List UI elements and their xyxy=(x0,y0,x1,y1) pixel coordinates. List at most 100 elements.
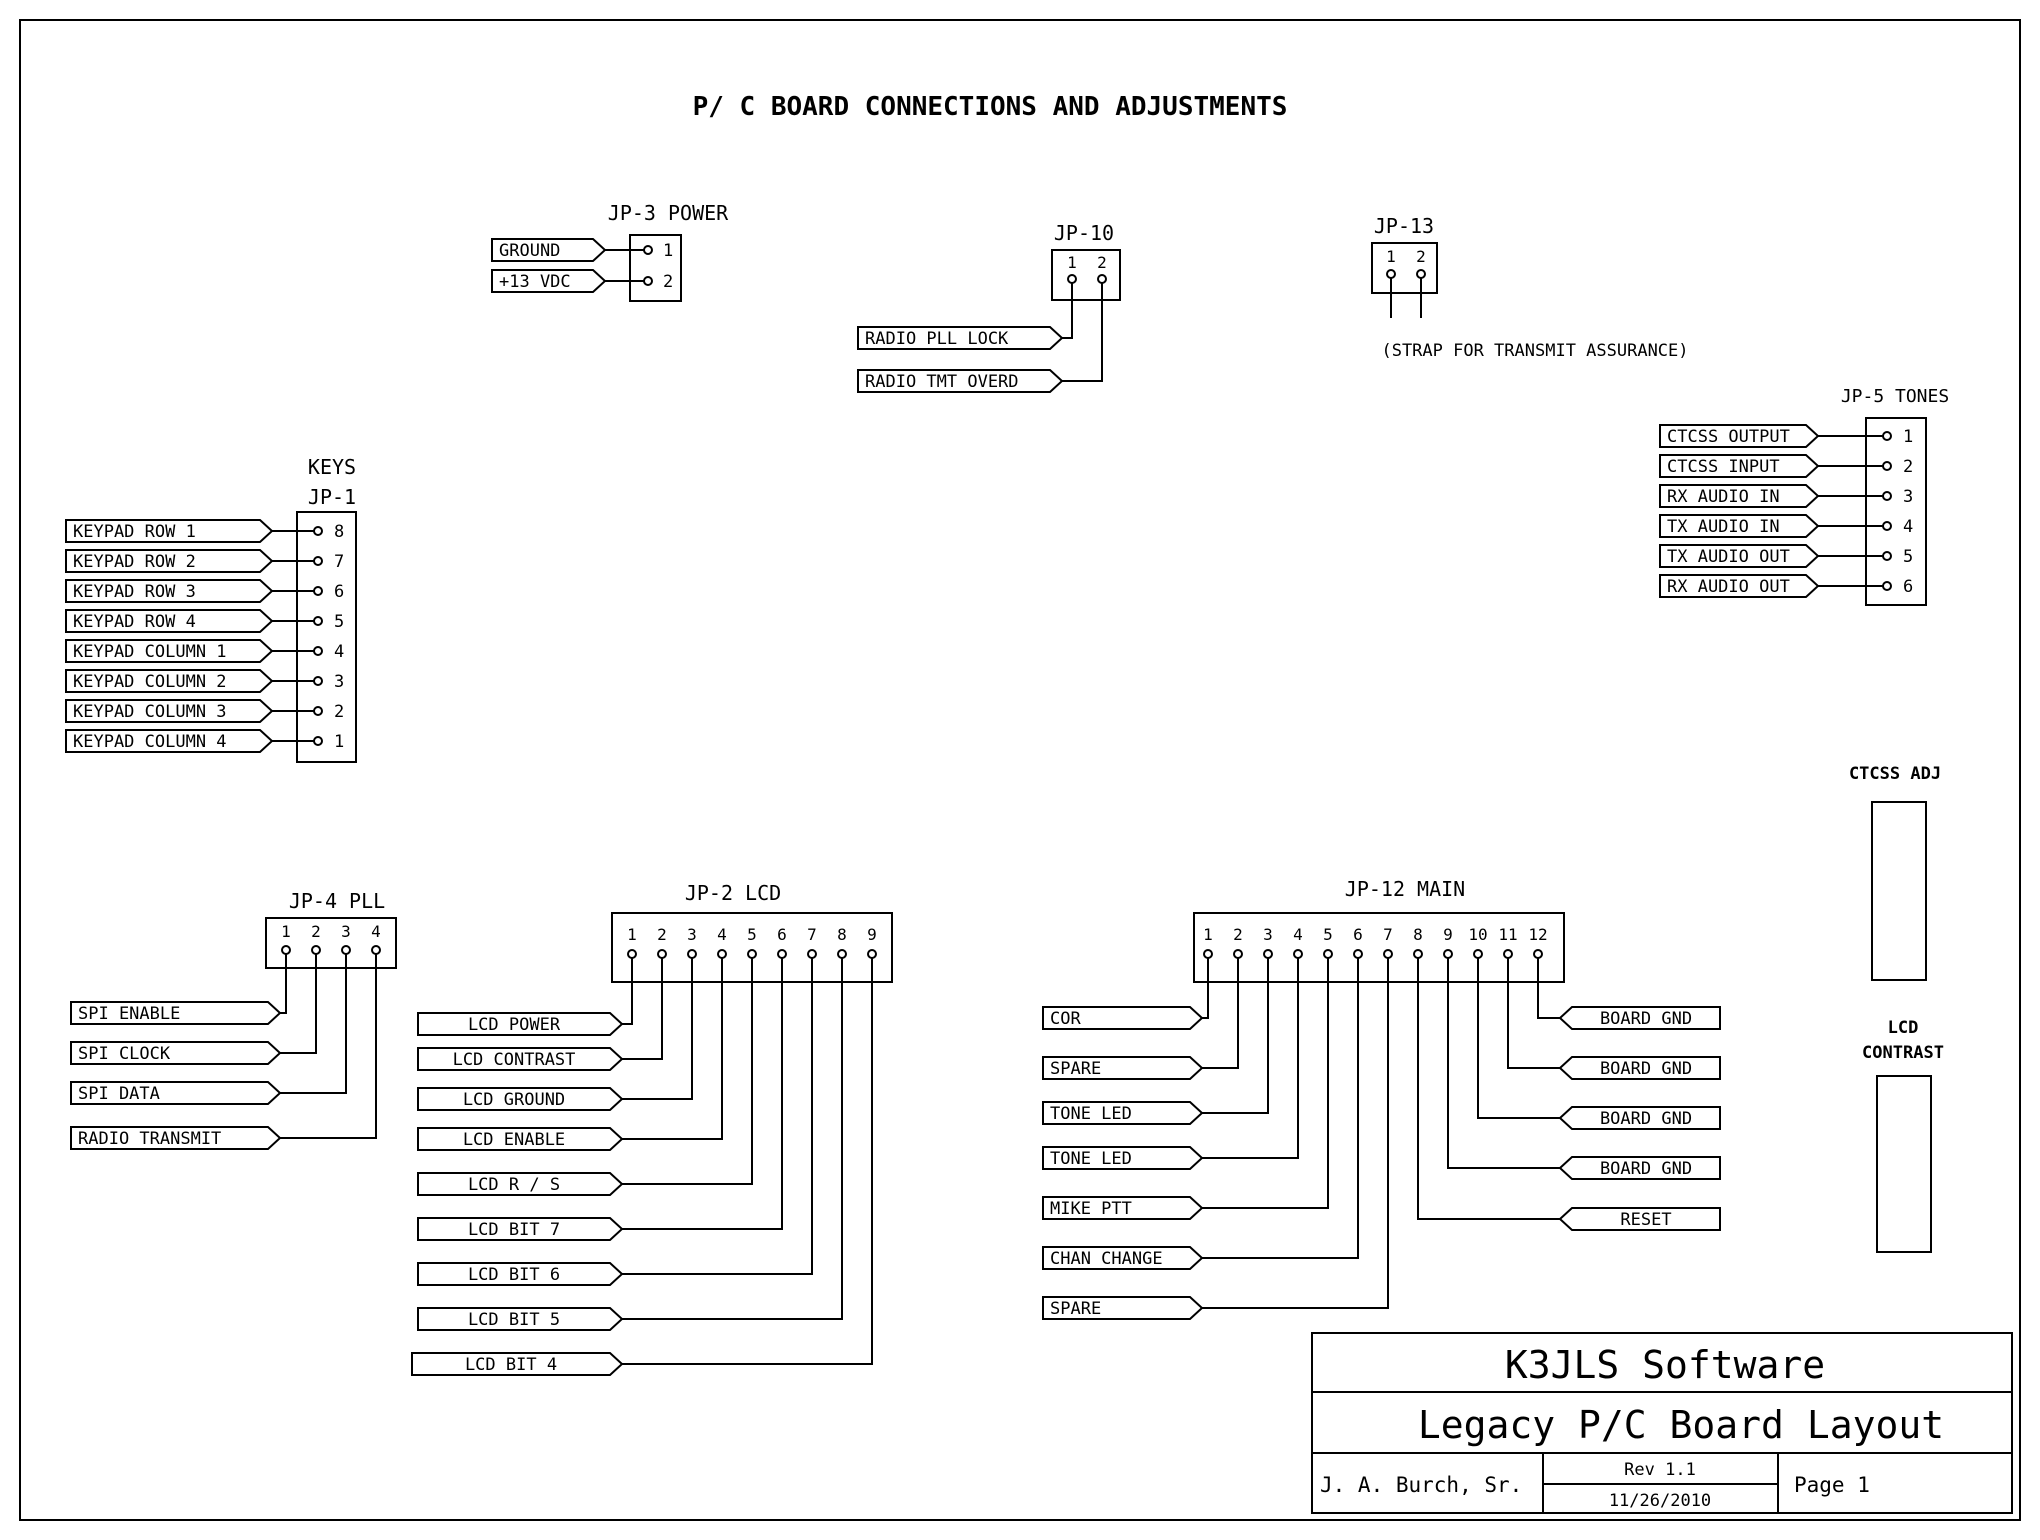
lcd-contrast-potentiometer xyxy=(1876,1075,1932,1253)
signal-label: KEYPAD ROW 3 xyxy=(73,582,196,602)
jp2-pin-contact xyxy=(747,949,757,959)
signal-flag xyxy=(1659,484,1820,508)
wire xyxy=(1202,958,1269,1114)
signal-flag xyxy=(1659,544,1820,568)
signal-label: RADIO TMT OVERD xyxy=(865,372,1019,392)
jp10-pin-contact xyxy=(1067,274,1077,284)
jp12-pin-contact xyxy=(1263,949,1273,959)
jp5-pin-number: 6 xyxy=(1903,577,1913,597)
signal-flag xyxy=(417,1127,624,1151)
wire xyxy=(1507,958,1560,1069)
jp2-pin-number: 9 xyxy=(867,925,877,944)
signal-flag xyxy=(857,326,1064,350)
signal-label: CHAN CHANGE xyxy=(1050,1249,1163,1269)
jp13-pin-number: 2 xyxy=(1416,247,1426,266)
signal-label: LCD BIT 6 xyxy=(468,1265,560,1285)
jp5-pin-contact xyxy=(1882,491,1892,501)
jp3-pin-contact xyxy=(643,276,653,286)
wire xyxy=(622,958,663,1060)
jp12-pin-number: 11 xyxy=(1498,925,1517,944)
signal-flag xyxy=(1659,514,1820,538)
wire xyxy=(622,958,843,1320)
jp1-pin-number: 3 xyxy=(334,672,344,692)
jp12-pin-number: 10 xyxy=(1468,925,1487,944)
signal-flag xyxy=(65,699,274,723)
signal-flag xyxy=(417,1172,624,1196)
jp12-pin-contact xyxy=(1293,949,1303,959)
jp13-pin-contact xyxy=(1416,269,1426,279)
signal-label: LCD ENABLE xyxy=(463,1130,565,1150)
signal-label: CTCSS INPUT xyxy=(1667,457,1780,477)
jp2-pin-number: 3 xyxy=(687,925,697,944)
jp4-pin-contact xyxy=(341,945,351,955)
signal-label: RESET xyxy=(1620,1210,1671,1230)
jp10-header xyxy=(1051,249,1121,301)
signal-label: KEYPAD COLUMN 2 xyxy=(73,672,227,692)
jp1-keys-label: KEYS xyxy=(308,455,356,479)
page-number: Page 1 xyxy=(1794,1473,1870,1497)
jp1-pin-number: 4 xyxy=(334,642,344,662)
signal-label: TONE LED xyxy=(1050,1104,1132,1124)
signal-label: MIKE PTT xyxy=(1050,1199,1132,1219)
signal-label: RX AUDIO IN xyxy=(1667,487,1780,507)
wire xyxy=(1202,958,1239,1069)
title-block: K3JLS Software Legacy P/C Board Layout J… xyxy=(1311,1332,2013,1514)
jp1-pin-number: 8 xyxy=(334,522,344,542)
wire xyxy=(1417,958,1560,1220)
revision: Rev 1.1 xyxy=(1624,1460,1696,1480)
jp12-pin-number: 5 xyxy=(1323,925,1333,944)
jp4-pin-number: 4 xyxy=(371,922,381,941)
jp4-pin-number: 3 xyxy=(341,922,351,941)
jp1-pin-contact xyxy=(313,676,323,686)
jp1-pin-number: 2 xyxy=(334,702,344,722)
jp10-pin-contact xyxy=(1097,274,1107,284)
author-name: J. A. Burch, Sr. xyxy=(1320,1473,1522,1497)
signal-flag xyxy=(1558,1056,1721,1080)
signal-flag xyxy=(1042,1146,1204,1170)
jp1-pin-contact xyxy=(313,556,323,566)
jp12-pin-contact xyxy=(1233,949,1243,959)
signal-label: RADIO PLL LOCK xyxy=(865,329,1009,349)
signal-label: COR xyxy=(1050,1009,1081,1029)
jp12-pin-number: 12 xyxy=(1528,925,1547,944)
signal-label: SPI DATA xyxy=(78,1084,160,1104)
company-name: K3JLS Software xyxy=(1505,1343,1825,1387)
signal-flag xyxy=(417,1012,624,1036)
signal-label: RADIO TRANSMIT xyxy=(78,1129,221,1149)
signal-flag xyxy=(1042,1101,1204,1125)
jp3-pin-number: 2 xyxy=(663,272,673,292)
jp2-label: JP-2 LCD xyxy=(685,881,781,905)
signal-flag xyxy=(1042,1296,1204,1320)
signal-flag xyxy=(857,369,1064,393)
jp2-pin-number: 7 xyxy=(807,925,817,944)
jp10-label: JP-10 xyxy=(1054,221,1114,245)
jp12-pin-contact xyxy=(1353,949,1363,959)
signal-label: +13 VDC xyxy=(499,272,571,292)
signal-flag xyxy=(1659,454,1820,478)
wire xyxy=(1202,958,1389,1309)
signal-label: KEYPAD ROW 4 xyxy=(73,612,196,632)
signal-flag xyxy=(65,579,274,603)
jp1-pin-contact xyxy=(313,736,323,746)
jp1-label: JP-1 xyxy=(308,485,356,509)
signal-label: LCD BIT 4 xyxy=(465,1355,557,1375)
jp2-pin-contact xyxy=(717,949,727,959)
jp2-pin-contact xyxy=(837,949,847,959)
wire xyxy=(622,958,873,1365)
jp5-pin-contact xyxy=(1882,461,1892,471)
sheet-border xyxy=(19,19,2021,1521)
signal-flag xyxy=(65,639,274,663)
ctcss-adj-potentiometer xyxy=(1871,801,1927,981)
signal-label: TX AUDIO OUT xyxy=(1667,547,1790,567)
signal-label: RX AUDIO OUT xyxy=(1667,577,1790,597)
jp4-pin-contact xyxy=(311,945,321,955)
signal-flag xyxy=(491,238,607,262)
signal-label: LCD CONTRAST xyxy=(453,1050,576,1070)
wire xyxy=(1477,958,1560,1119)
jp12-pin-contact xyxy=(1503,949,1513,959)
signal-flag xyxy=(1558,1156,1721,1180)
jp5-pin-number: 2 xyxy=(1903,457,1913,477)
signal-flag xyxy=(70,1081,282,1105)
